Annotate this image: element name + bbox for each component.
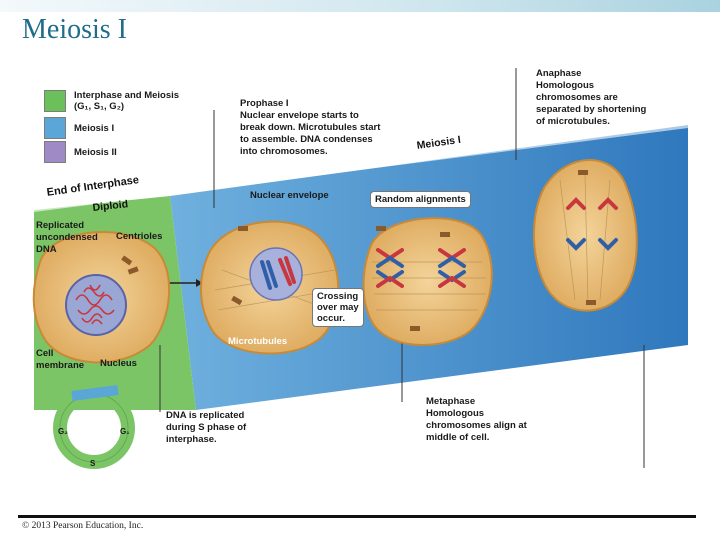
legend-meiosis-i: Meiosis I	[44, 117, 214, 139]
legend-label-meiosis-ii: Meiosis II	[74, 147, 117, 158]
legend-label-interphase: Interphase and Meiosis (G₁, S₁, G₂)	[74, 90, 180, 112]
nucleus-label: Nucleus	[100, 358, 137, 369]
prophase-cell	[199, 220, 340, 355]
metaphase-title: Metaphase	[426, 396, 476, 407]
anaphase-title: Anaphase	[536, 68, 582, 79]
crossing-over-callout: Crossing over may occur.	[312, 288, 364, 327]
interphase-cell	[32, 231, 171, 364]
copyright-footer: © 2013 Pearson Education, Inc.	[22, 521, 144, 531]
cycle-s-label: S	[90, 459, 96, 468]
legend-swatch-interphase	[44, 90, 66, 112]
cycle-g1-label: G₁	[120, 427, 130, 436]
legend-swatch-meiosis-ii	[44, 141, 66, 163]
footer-rule	[18, 515, 696, 518]
cell-membrane-label: Cell membrane	[36, 348, 85, 371]
band-header-strip	[34, 120, 688, 212]
arrow-head	[196, 279, 203, 287]
anaphase-cell	[532, 159, 638, 312]
legend-interphase: Interphase and Meiosis (G₁, S₁, G₂)	[44, 90, 214, 112]
cell-cycle-diagram	[53, 385, 135, 469]
cycle-g2-label: G₂	[58, 427, 68, 436]
legend-label-meiosis-i: Meiosis I	[74, 123, 115, 134]
microtubules-label: Microtubules	[228, 336, 288, 347]
prophase-title: Prophase I	[240, 98, 289, 109]
dna-replicated-label: DNA is replicated during S phase of inte…	[166, 410, 247, 445]
legend-meiosis-ii: Meiosis II	[44, 141, 214, 163]
random-alignments-callout: Random alignments	[370, 191, 471, 208]
centrioles-label: Centrioles	[116, 231, 163, 242]
legend-swatch-meiosis-i	[44, 117, 66, 139]
replicated-dna-label: Replicated uncondensed DNA	[36, 220, 98, 255]
nuclear-envelope-label: Nuclear envelope	[250, 190, 329, 201]
prophase-description: Prophase I Nuclear envelope starts to br…	[240, 98, 410, 158]
slide-title: Meiosis I	[22, 14, 127, 45]
anaphase-description: Anaphase Homologous chromosomes are sepa…	[536, 68, 686, 128]
metaphase-cell	[362, 217, 493, 346]
metaphase-description: Metaphase Homologous chromosomes align a…	[426, 396, 556, 444]
title-bar-decoration	[0, 0, 720, 12]
